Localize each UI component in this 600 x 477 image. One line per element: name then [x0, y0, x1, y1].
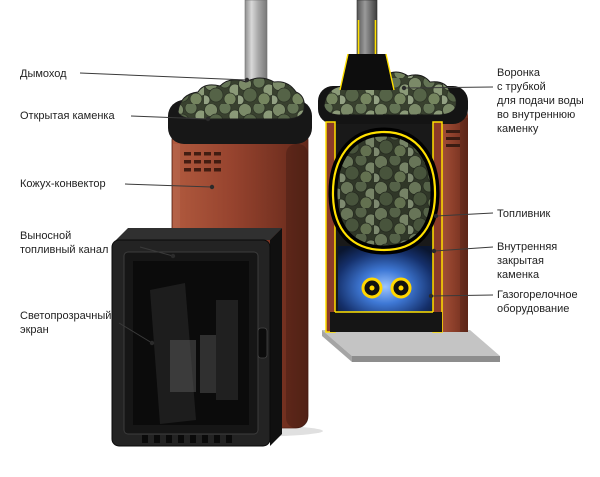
door-handle: [257, 327, 268, 359]
right-stove-cutaway: [318, 0, 500, 362]
label-open-stones: Открытая каменка: [20, 110, 115, 122]
left-stove-exterior: [111, 0, 323, 447]
vent-slots: [184, 152, 221, 172]
leader-lines: [79, 72, 494, 346]
base-platform: [322, 330, 500, 356]
door-vent-grille: [142, 435, 232, 443]
body-shading: [286, 144, 308, 428]
water-funnel: [340, 54, 394, 90]
open-stones-top: [177, 77, 305, 120]
label-firebox: Топливник: [497, 208, 551, 220]
gas-burners: [361, 277, 412, 299]
label-chimney: Дымоход: [20, 68, 67, 80]
inner-closed-stones: [328, 127, 440, 255]
label-water-funnel: Воронка с трубкой для подачи воды во вну…: [497, 67, 584, 135]
label-fuel-channel: Выносной топливный канал: [20, 230, 109, 256]
vent-slots-right: [446, 130, 460, 147]
label-convector-casing: Кожух-конвектор: [20, 178, 106, 190]
cut-wall-left: [325, 121, 336, 333]
gas-flame-glow: [338, 246, 432, 314]
fuel-channel-door: [111, 228, 282, 447]
label-gas-burner: Газогорелочное оборудование: [497, 289, 578, 315]
burner-tray: [330, 312, 442, 332]
body-right-panel: [440, 96, 468, 332]
label-glass-screen: Светопрозрачный экран: [20, 310, 112, 336]
label-inner-stones: Внутренняя закрытая каменка: [497, 241, 558, 281]
cut-wall-right: [432, 121, 443, 333]
